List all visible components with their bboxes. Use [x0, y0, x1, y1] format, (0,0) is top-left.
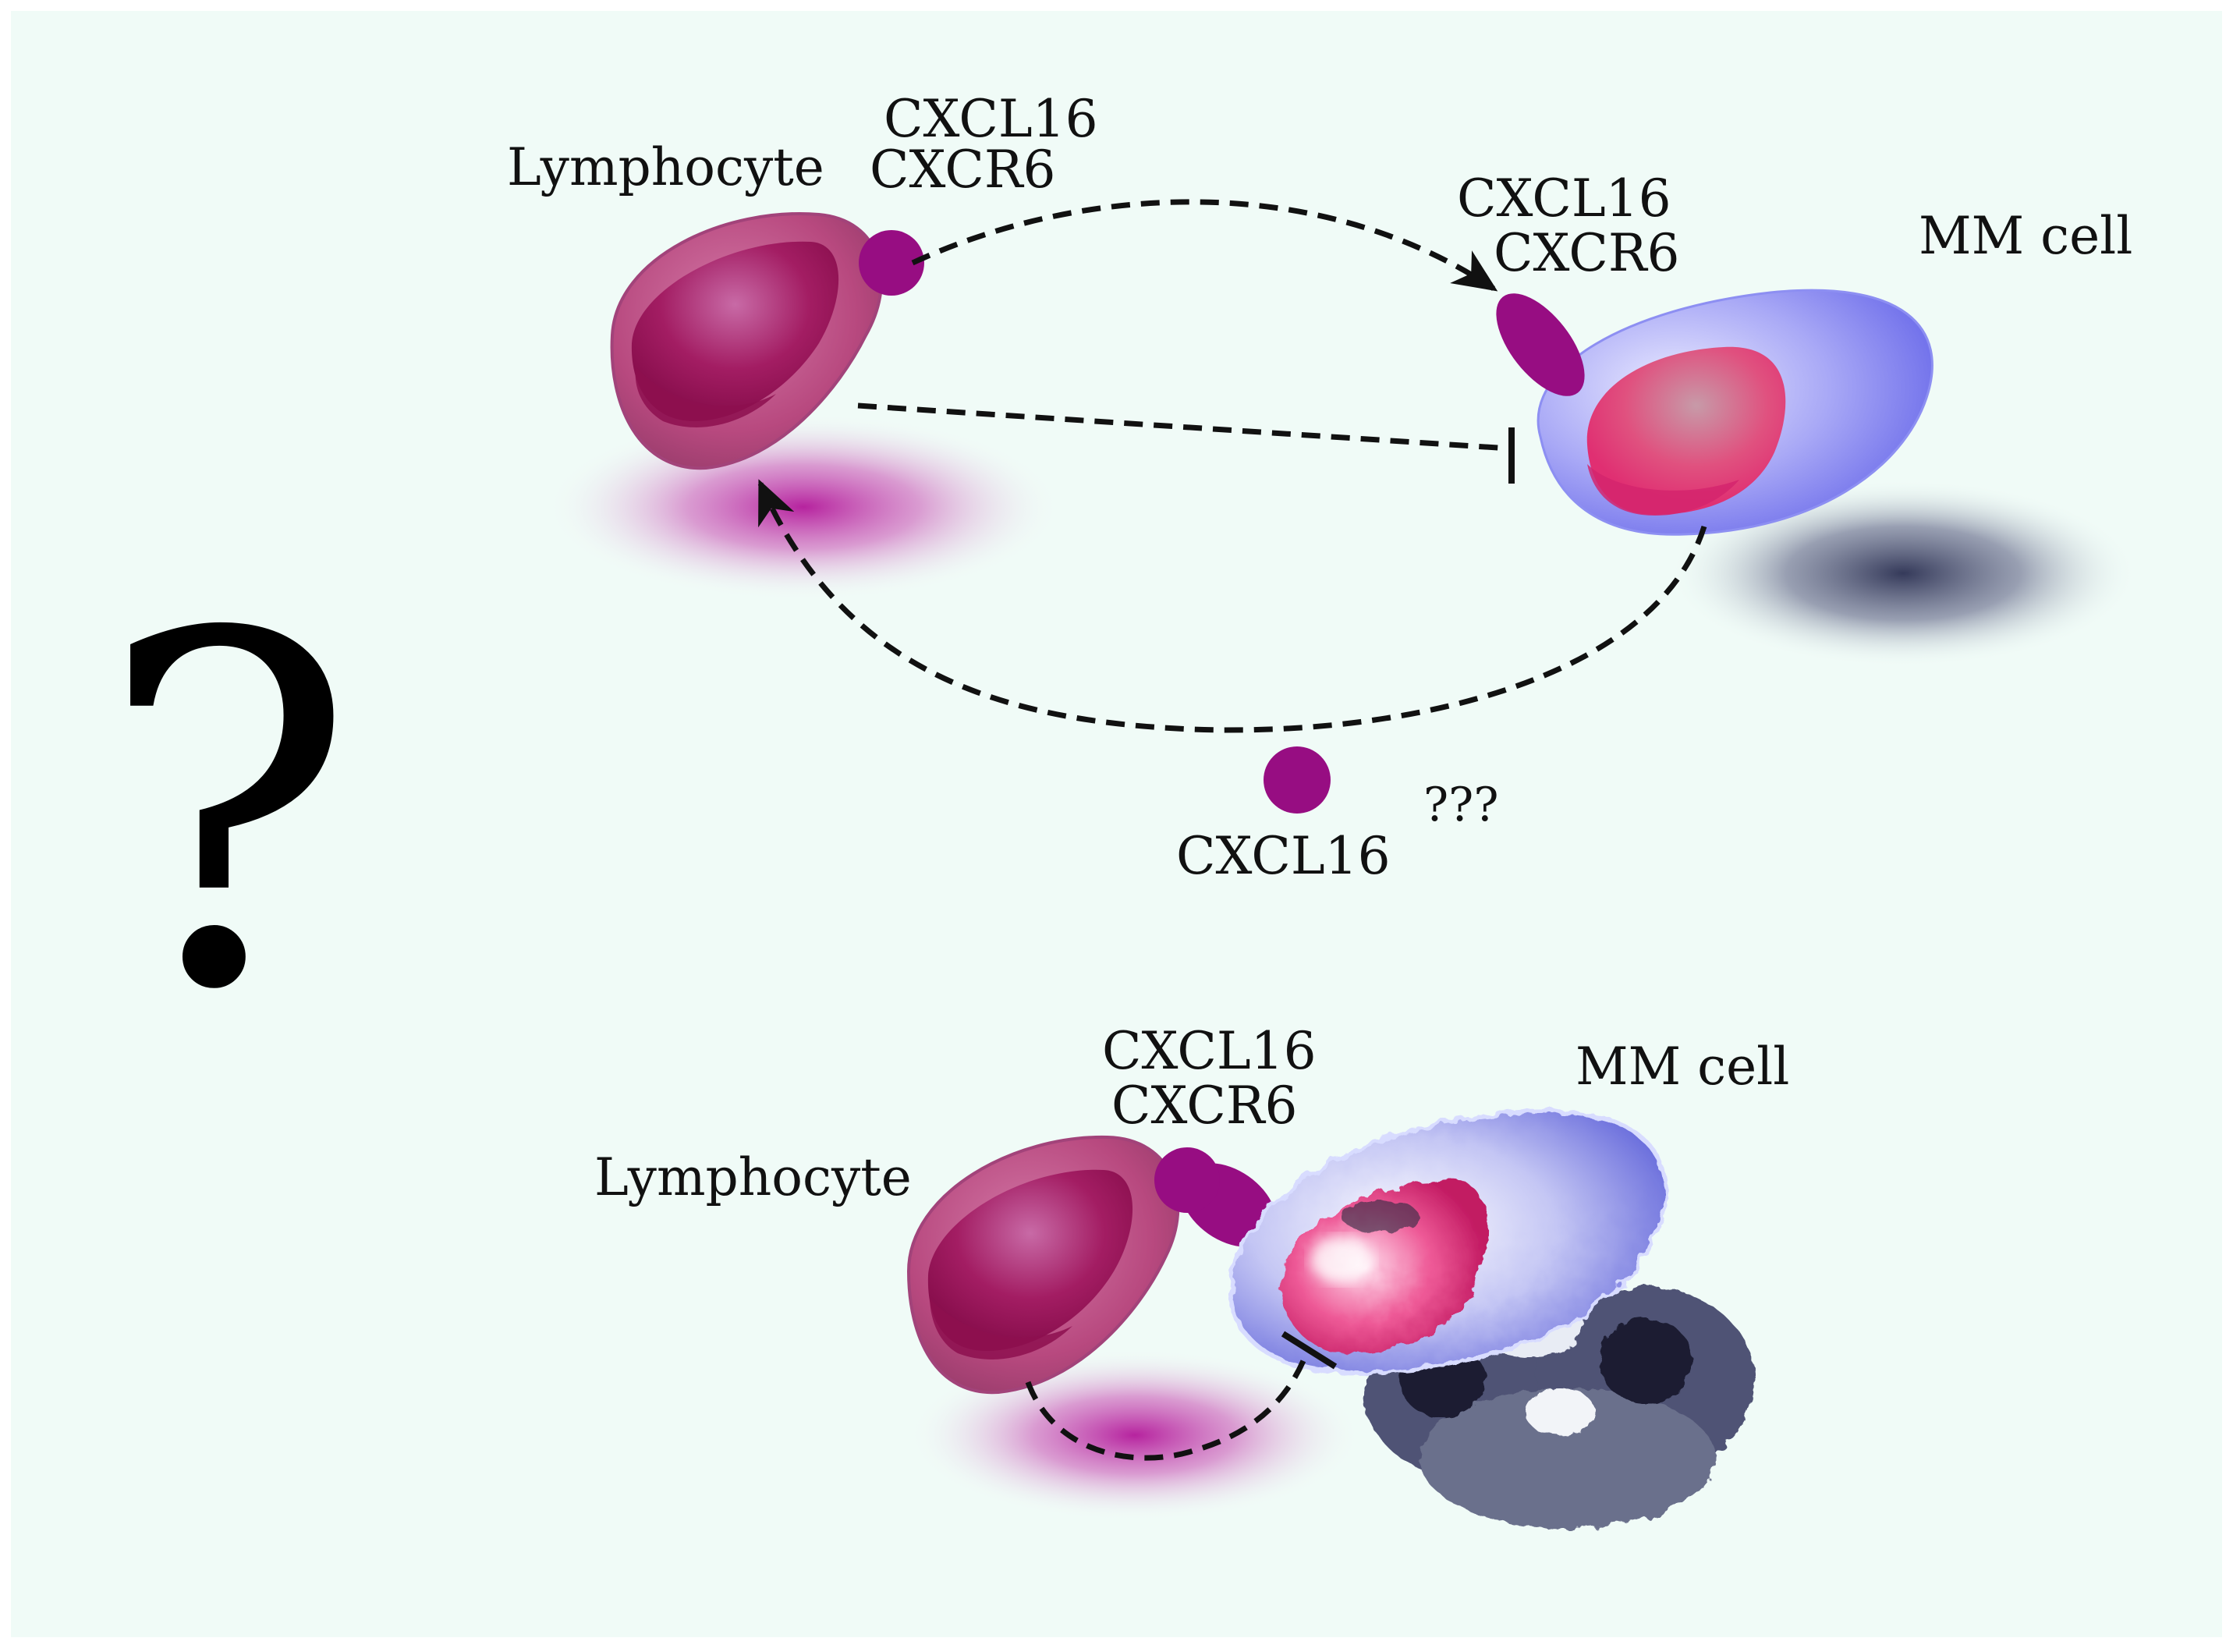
bottom-inhibition-loop	[1025, 1352, 1310, 1461]
mm-cell-bottom-nucleus	[1281, 1179, 1487, 1353]
bottom-lymphocyte-label: Lymphocyte	[594, 1147, 912, 1207]
bottom-scene: Lymphocyte CXCL16 CXCR6 MM cell	[594, 1021, 1789, 1529]
bottom-cxcl16-dot	[1154, 1147, 1220, 1213]
top-scene: Lymphocyte CXCL16 CXCR6 CXCL16 CXCR6 MM …	[507, 89, 2137, 886]
top-lymphocyte-label: Lymphocyte	[507, 137, 824, 197]
lymphocyte-top	[610, 212, 883, 470]
bottom-lymphocyte-secretion-glow	[909, 1349, 1361, 1521]
soluble-cxcl16-dot	[1264, 746, 1331, 814]
mm-cell-bottom-nucleus-spot	[1342, 1201, 1420, 1232]
mm-cell-top-cxcr6-receptor	[1496, 293, 1585, 396]
inhibition-bar-bottom	[1281, 1331, 1338, 1370]
mm-cell-bottom-highlight	[1310, 1236, 1373, 1283]
lymphocyte-bottom-nucleus	[927, 1169, 1133, 1351]
top-mm-cell-label: MM cell	[1919, 206, 2132, 266]
lymphocyte-bottom-nucleus-rim	[930, 1299, 1072, 1360]
bottom-cxcr6-label: CXCR6	[1111, 1076, 1298, 1136]
arrow-lymphocyte-to-mm	[911, 199, 1498, 292]
mm-cell-top	[1537, 289, 1933, 536]
top-mm-cxcl16-label: CXCL16	[1457, 168, 1671, 229]
mm-cell-top-nucleus-rim	[1587, 464, 1739, 516]
lymphocyte-top-nucleus	[631, 241, 839, 421]
mm-cell-bottom	[1228, 1108, 1668, 1376]
top-lymphocyte-cxcr6-label: CXCR6	[870, 140, 1056, 200]
question-mark: ?	[97, 534, 356, 1096]
arrow-mm-to-lymphocyte	[757, 479, 1707, 733]
lymphocyte-top-nucleus-rim	[635, 367, 776, 427]
lymphocyte-bottom	[906, 1135, 1180, 1395]
top-mm-cxcr6-label: CXCR6	[1494, 223, 1680, 283]
mm-cell-top-nucleus	[1586, 346, 1786, 515]
top-lymphocyte-cxcl16-label: CXCL16	[884, 89, 1098, 149]
mm-cell-shadow	[1669, 480, 2137, 667]
lymphocyte-secretion-glow	[546, 413, 1061, 601]
soluble-cxcl16-label: CXCL16	[1176, 826, 1391, 886]
unknown-mechanism-label: ???	[1423, 778, 1499, 832]
bottom-mm-cell-label: MM cell	[1576, 1037, 1789, 1097]
bottom-mm-cell-shadow	[1365, 1287, 1755, 1529]
inhibition-line-lymphocyte-to-mm	[857, 402, 1510, 452]
bottom-cxcl16-label: CXCL16	[1102, 1021, 1317, 1081]
lymphocyte-top-cxcl16-dot	[859, 230, 924, 296]
